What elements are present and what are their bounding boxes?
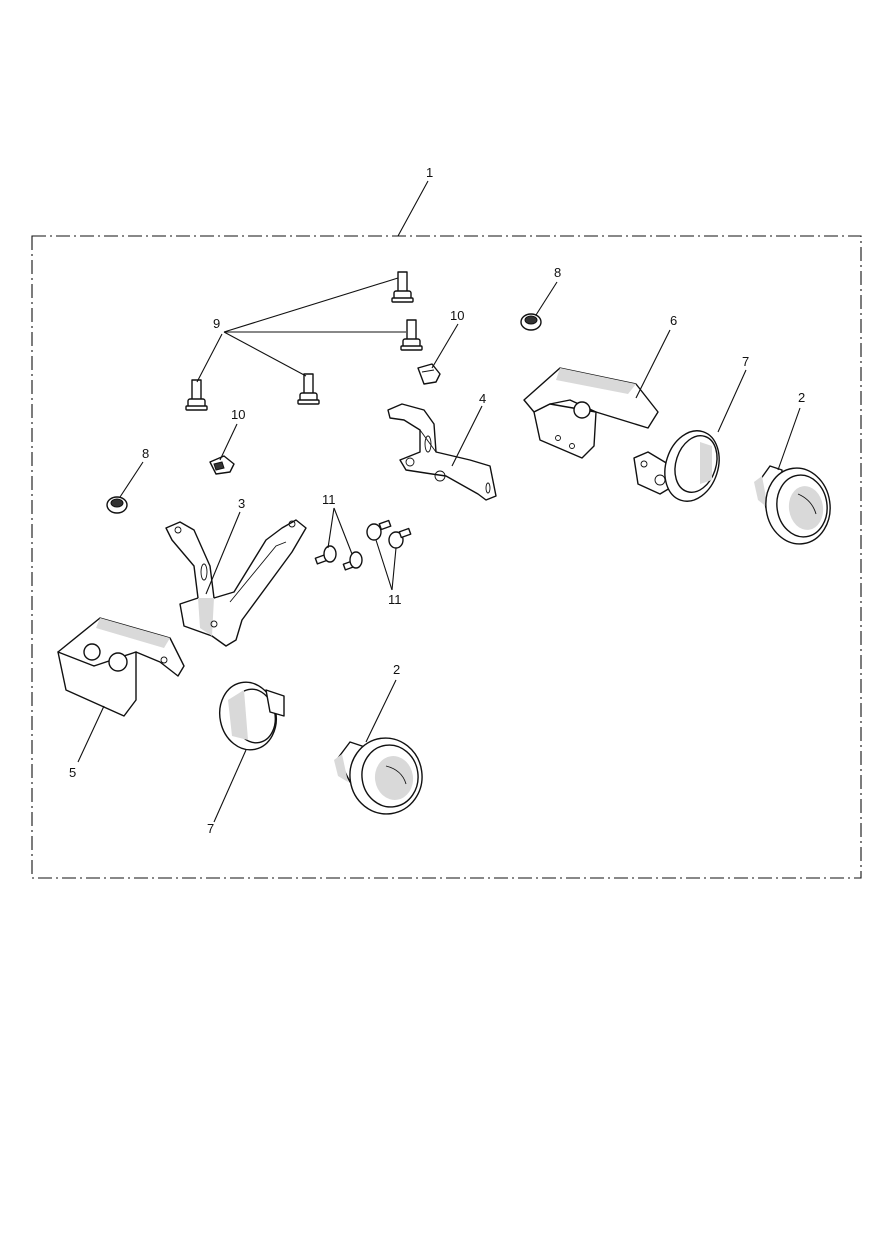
- screw-4: [388, 527, 412, 549]
- callout-lamp-a: 2: [798, 390, 805, 405]
- callout-nut-right: 8: [554, 265, 561, 280]
- bolt-1: [391, 271, 414, 303]
- lamp-lower: 2: [334, 662, 423, 815]
- bolt-2: [400, 319, 423, 351]
- nut-right: 8: [520, 265, 561, 331]
- callout-screws-lower: 11: [388, 592, 402, 607]
- callout-cover-right: 6: [670, 313, 677, 328]
- bezel-left: 7: [207, 681, 285, 836]
- callout-screws-upper: 11: [322, 492, 336, 507]
- bezel-right: 7: [633, 354, 749, 502]
- callout-cover-left: 5: [69, 765, 76, 780]
- kit-boundary: 1: [31, 165, 862, 879]
- cover-right: 6: [523, 313, 677, 459]
- callout-kit: 1: [426, 165, 433, 180]
- clip-left: 10: [209, 407, 245, 475]
- bracket-left: 3: [165, 496, 307, 647]
- screw-3: [366, 519, 392, 541]
- callout-bracket-left: 3: [238, 496, 245, 511]
- screws: 11 11: [314, 492, 412, 607]
- bracket-right: 4: [387, 391, 497, 501]
- callout-bezel-right: 7: [742, 354, 749, 369]
- nut-left: 8: [106, 446, 149, 514]
- bolt-3: [297, 373, 320, 405]
- bolt-group: 9: [185, 271, 423, 411]
- callout-lamp-b: 2: [393, 662, 400, 677]
- cover-left: 5: [57, 617, 185, 780]
- screw-1: [314, 545, 337, 565]
- screw-2: [342, 551, 363, 571]
- callout-bolts: 9: [213, 316, 220, 331]
- callout-bracket-right: 4: [479, 391, 486, 406]
- callout-nut-left: 8: [142, 446, 149, 461]
- bolt-4: [185, 379, 208, 411]
- callout-clip-right: 10: [450, 308, 464, 323]
- clip-right: 10: [417, 308, 464, 385]
- callout-bezel-left: 7: [207, 821, 214, 836]
- lamp-right: 2: [754, 390, 831, 545]
- callout-clip-left: 10: [231, 407, 245, 422]
